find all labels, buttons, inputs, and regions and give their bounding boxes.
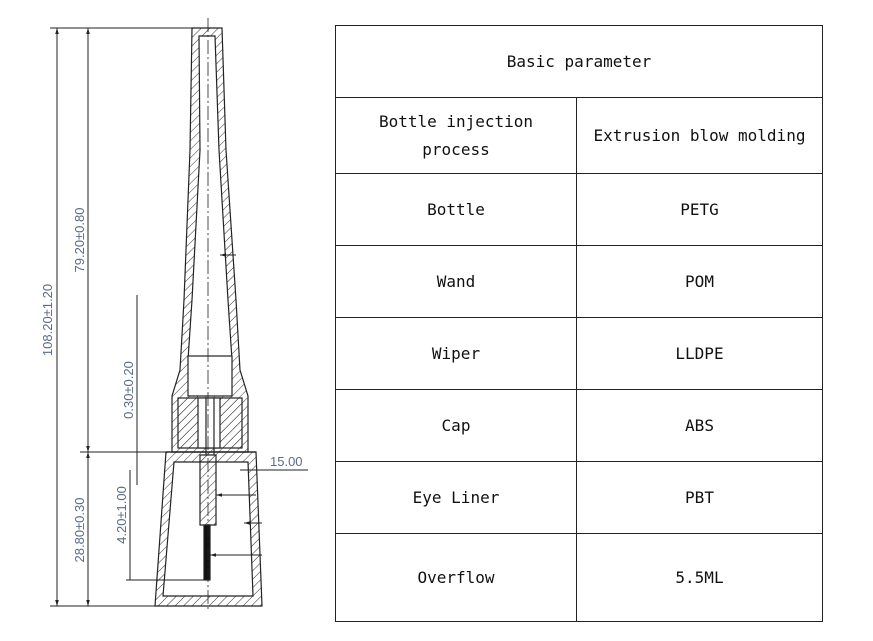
part-cell: Bottle (335, 173, 577, 246)
material-cell: ABS (576, 389, 823, 462)
dim-bottle-height: 28.80±0.30 (72, 498, 87, 563)
part-cell: Wiper (335, 317, 577, 390)
table-title: Basic parameter (335, 25, 823, 98)
parameter-table: Basic parameter Bottle injection process… (335, 25, 823, 622)
part-cell: Wand (335, 245, 577, 318)
table-header-row: Bottle injection process Extrusion blow … (335, 97, 823, 174)
material-cell: PETG (576, 173, 823, 246)
dim-cap-height: 79.20±0.80 (72, 208, 87, 273)
material-cell: 5.5ML (576, 533, 823, 622)
dim-brush-length: 4.20±1.00 (114, 486, 129, 544)
material-cell: POM (576, 245, 823, 318)
dim-overall-height: 108.20±1.20 (40, 284, 55, 356)
technical-drawing: 108.20±1.20 79.20±0.80 0.30±0.20 28.80±0… (40, 18, 308, 612)
material-cell: LLDPE (576, 317, 823, 390)
header-left: Bottle injection process (335, 97, 577, 174)
part-cell: Cap (335, 389, 577, 462)
dim-neck-diameter: 15.00 (270, 454, 303, 469)
dim-gap: 0.30±0.20 (121, 361, 136, 419)
material-cell: PBT (576, 461, 823, 534)
part-cell: Eye Liner (335, 461, 577, 534)
part-cell: Overflow (335, 533, 577, 622)
header-right: Extrusion blow molding (576, 97, 823, 174)
